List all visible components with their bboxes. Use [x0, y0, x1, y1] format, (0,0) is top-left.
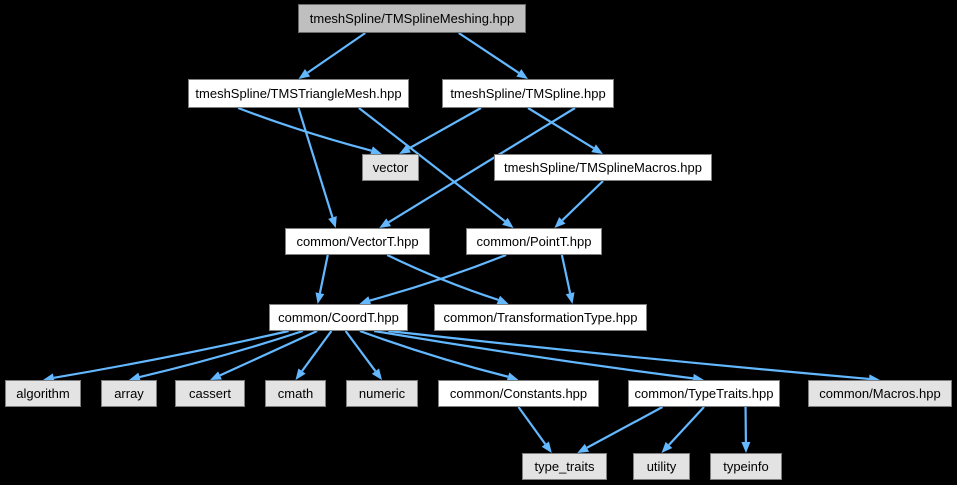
graph-node-label: utility: [646, 459, 677, 474]
graph-node-constants[interactable]: common/Constants.hpp: [438, 380, 599, 407]
graph-node-label: typeinfo: [723, 459, 769, 474]
graph-node-numeric[interactable]: numeric: [346, 380, 418, 407]
graph-node-macros_sp[interactable]: tmeshSpline/TMSplineMacros.hpp: [494, 154, 712, 181]
graph-node-label: tmeshSpline/TMSplineMeshing.hpp: [309, 11, 515, 26]
graph-node-coordT[interactable]: common/CoordT.hpp: [269, 304, 408, 331]
graph-node-label: tmeshSpline/TMSplineMacros.hpp: [504, 160, 702, 175]
graph-node-cassert[interactable]: cassert: [175, 380, 245, 407]
graph-node-cmath[interactable]: cmath: [265, 380, 326, 407]
graph-node-array[interactable]: array: [101, 380, 157, 407]
graph-node-vector[interactable]: vector: [362, 154, 419, 181]
graph-node-type_traits[interactable]: type_traits: [522, 453, 607, 480]
graph-node-label: common/TransformationType.hpp: [443, 310, 638, 325]
graph-node-label: tmeshSpline/TMSTriangleMesh.hpp: [195, 86, 402, 101]
graph-node-label: cmath: [277, 386, 314, 401]
graph-node-label: common/PointT.hpp: [476, 234, 592, 249]
graph-node-label: tmeshSpline/TMSpline.hpp: [450, 86, 606, 101]
graph-node-label: cassert: [189, 386, 231, 401]
graph-node-label: common/CoordT.hpp: [278, 310, 399, 325]
graph-node-utility[interactable]: utility: [633, 453, 690, 480]
graph-node-vectorT[interactable]: common/VectorT.hpp: [285, 228, 430, 255]
graph-node-meshing[interactable]: tmeshSpline/TMSplineMeshing.hpp: [298, 4, 526, 33]
graph-node-label: common/TypeTraits.hpp: [634, 386, 774, 401]
graph-node-label: array: [114, 386, 144, 401]
graph-node-typetraits[interactable]: common/TypeTraits.hpp: [628, 380, 780, 407]
graph-node-algorithm[interactable]: algorithm: [5, 380, 81, 407]
graph-node-pointT[interactable]: common/PointT.hpp: [466, 228, 602, 255]
graph-node-transform[interactable]: common/TransformationType.hpp: [434, 304, 647, 331]
graph-node-typeinfo[interactable]: typeinfo: [710, 453, 782, 480]
graph-node-macros[interactable]: common/Macros.hpp: [808, 380, 952, 407]
graph-node-label: numeric: [358, 386, 406, 401]
graph-node-label: type_traits: [534, 459, 595, 474]
graph-node-label: common/VectorT.hpp: [296, 234, 419, 249]
graph-node-label: common/Macros.hpp: [819, 386, 941, 401]
graph-node-label: common/Constants.hpp: [449, 386, 588, 401]
graph-node-tmspline[interactable]: tmeshSpline/TMSpline.hpp: [442, 79, 614, 108]
graph-node-label: algorithm: [16, 386, 70, 401]
graph-node-label: vector: [372, 160, 409, 175]
graph-node-trimesh[interactable]: tmeshSpline/TMSTriangleMesh.hpp: [188, 79, 409, 108]
